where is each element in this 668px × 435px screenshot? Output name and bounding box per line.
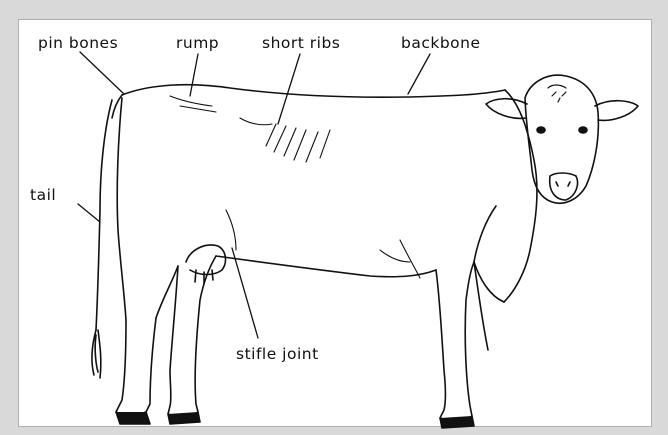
label-backbone: backbone xyxy=(401,34,481,52)
cow-hind-leg2 xyxy=(168,256,216,417)
cow-teats xyxy=(195,270,213,284)
cow-hoof-front xyxy=(440,416,474,428)
leader-lines xyxy=(78,52,430,338)
cow-hindquarter xyxy=(117,98,126,320)
cow-front-leg1 xyxy=(436,262,474,421)
cow-udder xyxy=(186,245,225,275)
cow-rib-shading xyxy=(170,96,420,278)
cow-chest xyxy=(474,206,496,262)
cow-tail-tuft xyxy=(92,330,101,378)
leader-backbone xyxy=(408,54,430,94)
cow-eye-right xyxy=(579,127,587,133)
cow-neck xyxy=(504,90,537,302)
label-short-ribs: short ribs xyxy=(262,34,340,52)
cow-belly xyxy=(216,256,436,277)
cow-hoof-hind2 xyxy=(168,412,200,424)
cow-hoof-hind1 xyxy=(116,412,150,424)
leader-short-ribs xyxy=(278,54,300,124)
leader-tail xyxy=(78,204,100,222)
cow-topline xyxy=(122,85,505,98)
cow-front-leg2 xyxy=(474,262,488,350)
cow-nostrils xyxy=(556,182,570,186)
leader-pin-bones xyxy=(80,52,124,94)
cow-forehead-hair xyxy=(548,85,566,102)
cow-head xyxy=(525,75,598,203)
cow-muzzle xyxy=(550,173,578,200)
cow-eye-left xyxy=(537,127,545,133)
cow-ear-right xyxy=(595,101,638,121)
label-rump: rump xyxy=(176,34,219,52)
leader-rump xyxy=(190,54,198,96)
cow-hind-leg-outer xyxy=(116,318,156,415)
cow-tail xyxy=(96,100,112,330)
label-tail: tail xyxy=(30,186,56,204)
label-pin-bones: pin bones xyxy=(38,34,118,52)
label-stifle-joint: stifle joint xyxy=(236,345,319,363)
